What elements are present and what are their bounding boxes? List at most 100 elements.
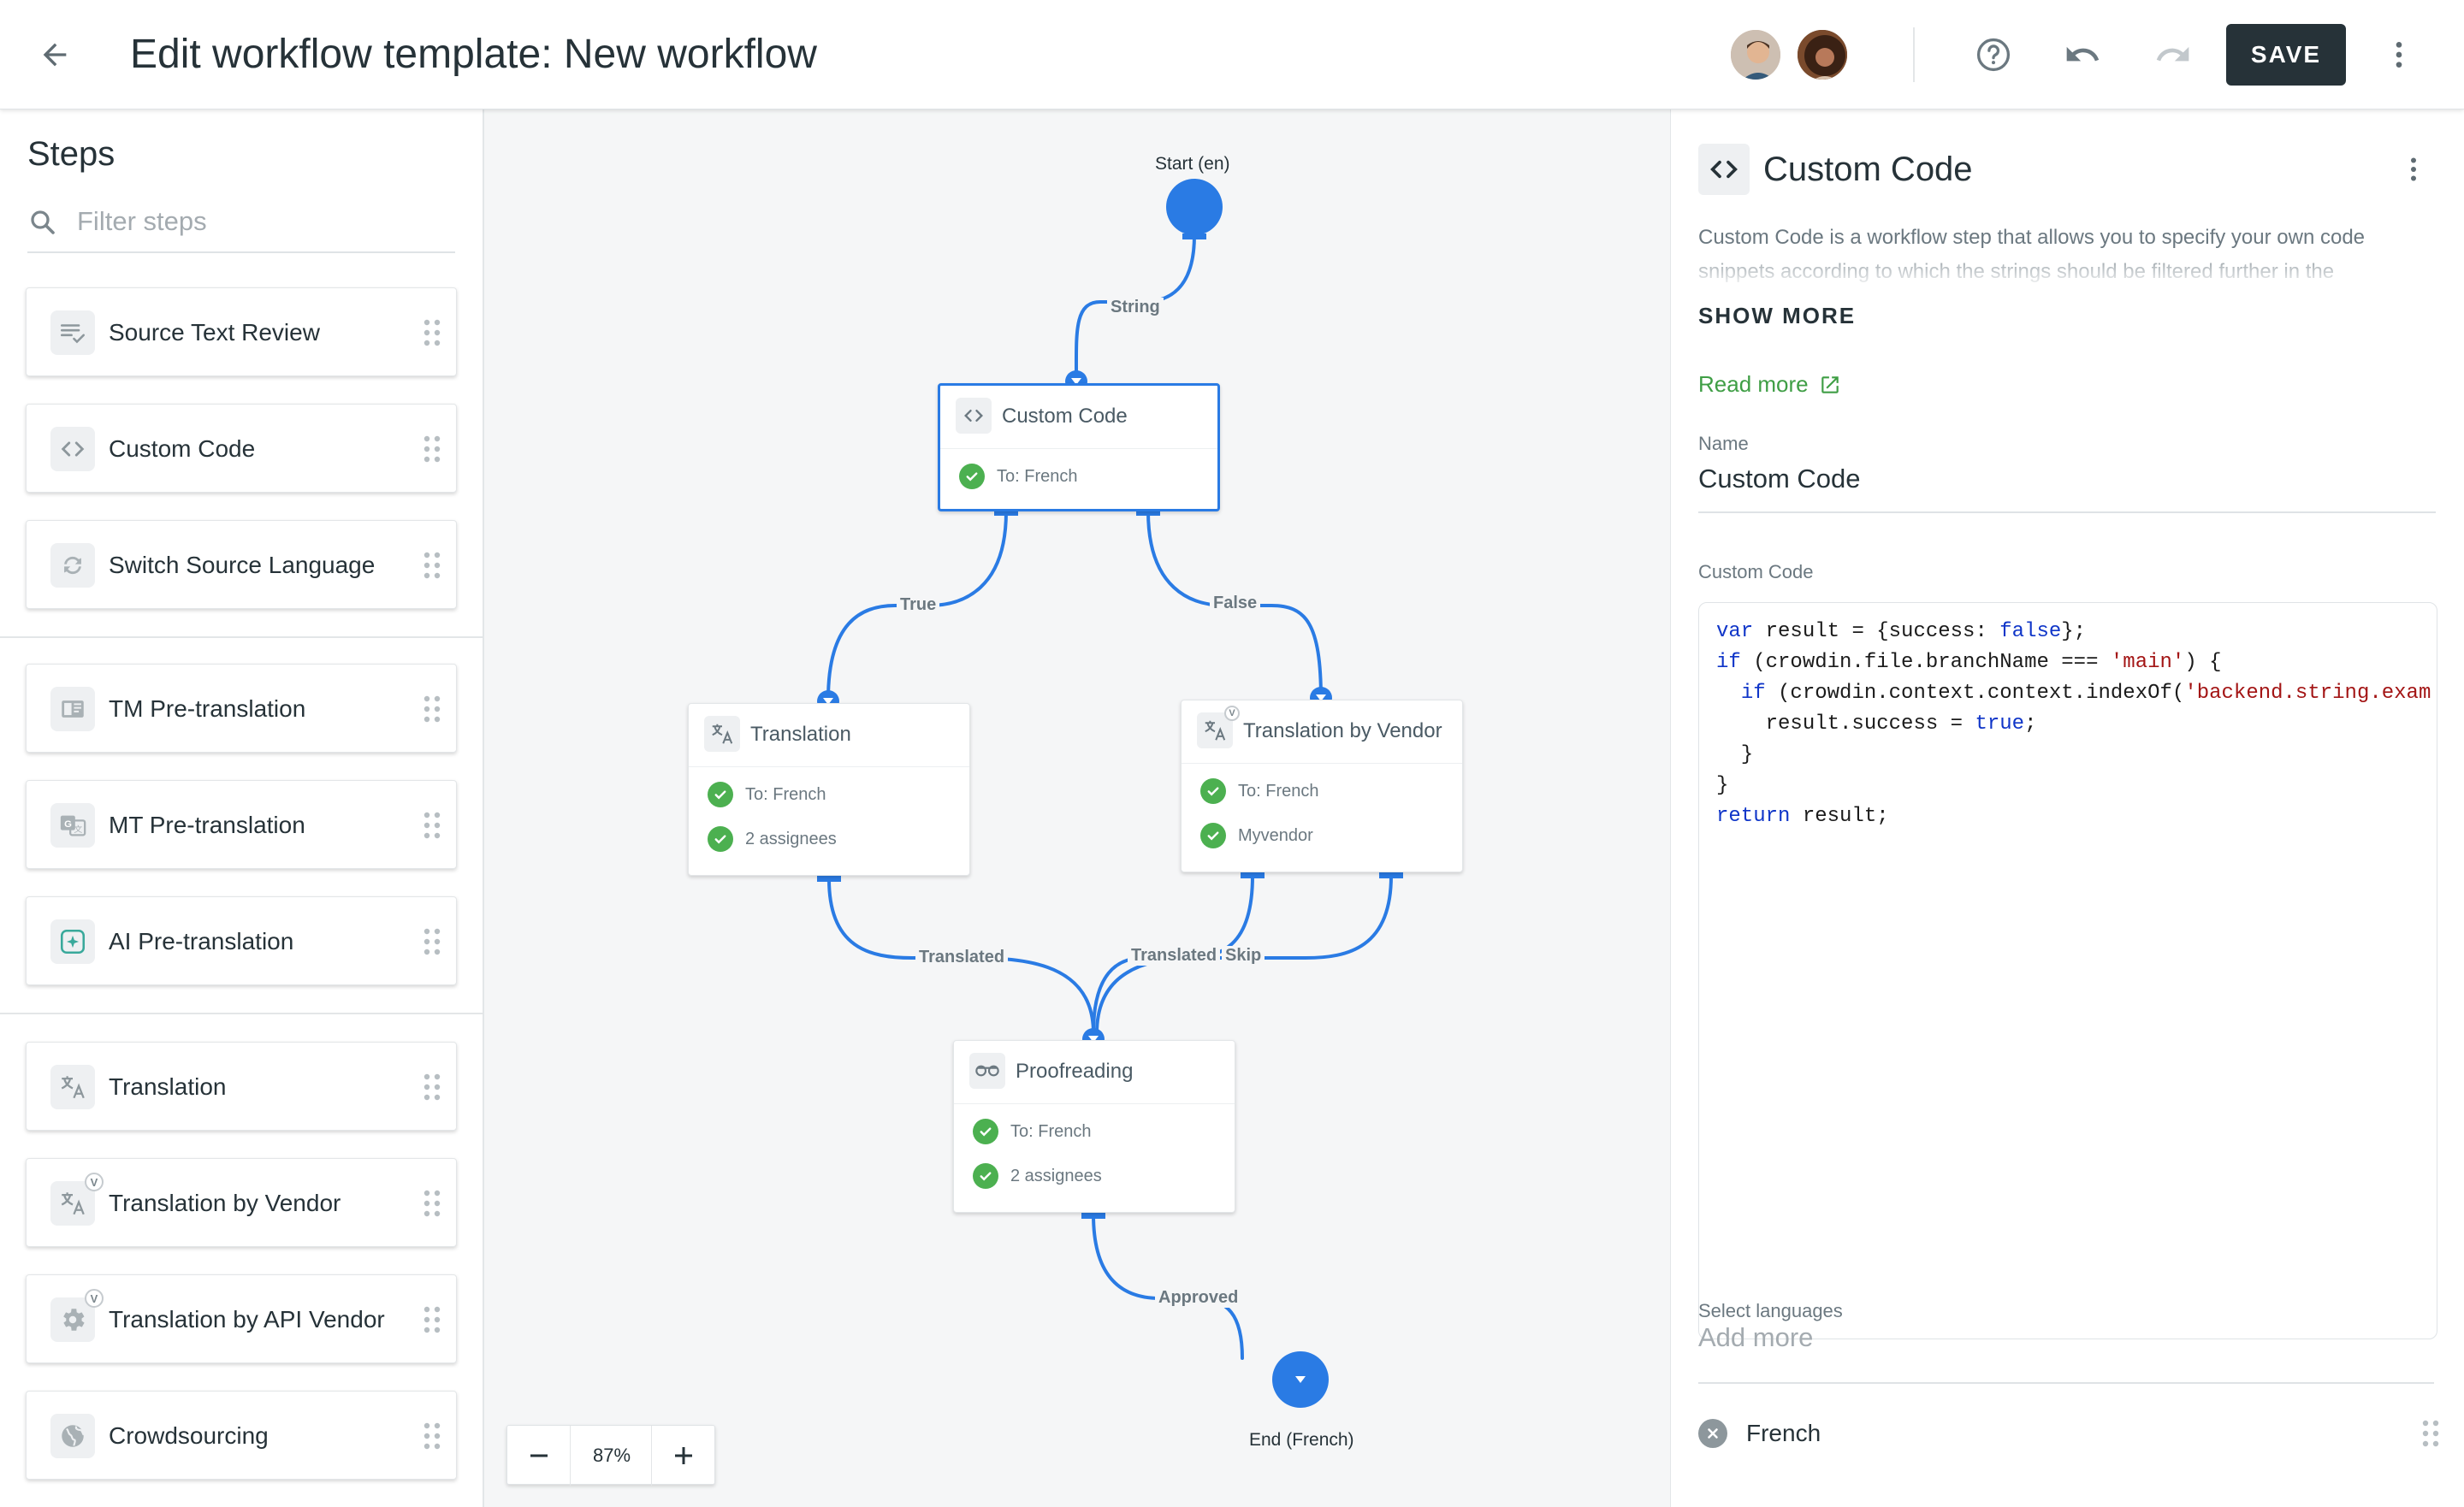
drag-handle-icon[interactable] — [422, 434, 442, 464]
filter-steps-input[interactable] — [75, 198, 452, 245]
zoom-out-button[interactable] — [507, 1426, 571, 1486]
edge-label-translated: Translated — [1128, 946, 1221, 966]
step-card-translation[interactable]: Translation — [26, 1042, 457, 1131]
drag-handle-icon[interactable] — [422, 550, 442, 581]
save-button[interactable]: SAVE — [2226, 24, 2346, 86]
remove-language-button[interactable] — [1698, 1419, 1727, 1448]
start-node — [1166, 179, 1223, 235]
zoom-in-button[interactable] — [651, 1426, 714, 1486]
read-more-label: Read more — [1698, 371, 1809, 397]
step-card-source-text-review[interactable]: Source Text Review — [26, 287, 457, 376]
page-title: Edit workflow template: New workflow — [130, 32, 817, 77]
vendor-badge: V — [85, 1289, 104, 1308]
node-header: Proofreading — [954, 1041, 1235, 1104]
drag-handle-icon[interactable] — [422, 926, 442, 957]
more-vertical-icon — [2396, 42, 2402, 68]
step-card-translation-by-vendor[interactable]: V Translation by Vendor — [26, 1158, 457, 1247]
back-button[interactable] — [27, 27, 82, 82]
more-vertical-icon — [2411, 157, 2416, 181]
workflow-node-translation-by-vendor[interactable]: V Translation by Vendor To: French Myven… — [1181, 700, 1463, 872]
node-row-text: 2 assignees — [1010, 1166, 1102, 1185]
group-divider — [0, 1013, 483, 1014]
drag-handle-icon[interactable] — [422, 317, 442, 348]
help-button[interactable] — [1966, 31, 2021, 79]
close-icon — [1708, 1428, 1718, 1439]
edge-label-approved: Approved — [1155, 1288, 1242, 1308]
drag-handle-icon[interactable] — [422, 810, 442, 841]
edge-label-translated: Translated — [915, 948, 1009, 967]
show-more-button[interactable]: SHOW MORE — [1698, 303, 1857, 328]
translate-icon — [50, 1065, 95, 1109]
start-label: Start (en) — [1155, 154, 1230, 174]
drag-handle-icon[interactable] — [422, 1304, 442, 1335]
proofreading-icon — [969, 1053, 1005, 1089]
collaborator-avatar[interactable] — [1728, 27, 1783, 82]
zoom-control: 87% — [506, 1425, 715, 1486]
step-card-custom-code[interactable]: Custom Code — [26, 404, 457, 493]
code-icon — [1698, 144, 1750, 195]
edge-label-string: String — [1107, 298, 1164, 317]
globe-icon — [50, 1414, 95, 1458]
workflow-node-proofreading[interactable]: Proofreading To: French 2 assignees — [953, 1040, 1235, 1213]
zoom-level: 87% — [592, 1445, 631, 1466]
steps-heading: Steps — [27, 135, 116, 173]
redo-icon — [2156, 46, 2189, 62]
step-card-switch-source-language[interactable]: Switch Source Language — [26, 520, 457, 609]
node-row: To: French — [1200, 776, 1318, 807]
panel-title: Custom Code — [1763, 151, 1973, 188]
step-card-ai-pre-translation[interactable]: AI Pre-translation — [26, 896, 457, 985]
node-row-text: To: French — [1010, 1121, 1092, 1141]
edge-label-skip: Skip — [1222, 946, 1265, 966]
panel-more-button[interactable] — [2390, 145, 2437, 193]
ai-icon — [50, 919, 95, 964]
drag-handle-icon[interactable] — [422, 1188, 442, 1219]
vendor-badge: V — [85, 1173, 104, 1191]
search-icon — [31, 210, 55, 234]
node-row-text: Myvendor — [1238, 825, 1313, 845]
user-photo-icon — [1731, 30, 1780, 80]
tm-icon — [50, 687, 95, 731]
add-language-input[interactable]: Add more — [1698, 1322, 1814, 1352]
workflow-node-custom-code[interactable]: Custom Code To: French — [938, 383, 1220, 511]
code-content: var result = {success: false}; if (crowdi… — [1699, 603, 2437, 832]
filter-steps-field — [27, 193, 455, 253]
top-app-bar: Edit workflow template: New workflow SAV… — [0, 0, 2464, 109]
collaborator-avatar[interactable] — [1795, 27, 1850, 82]
code-line: var result = {success: false}; — [1716, 620, 2087, 643]
toolbar-divider — [1913, 27, 1915, 82]
code-line: result.success = true; — [1716, 712, 2037, 736]
drag-handle-icon[interactable] — [422, 694, 442, 724]
code-line: if (crowdin.file.branchName === 'main') … — [1716, 651, 2222, 674]
custom-code-label: Custom Code — [1698, 561, 1814, 582]
step-card-crowdsourcing[interactable]: Crowdsourcing — [26, 1391, 457, 1480]
drag-handle-icon[interactable] — [422, 1421, 442, 1451]
read-more-link[interactable]: Read more — [1698, 371, 1841, 398]
end-label: End (French) — [1249, 1430, 1354, 1450]
undo-button[interactable] — [2055, 31, 2110, 79]
plus-icon — [674, 1447, 692, 1464]
help-circle-icon — [1976, 38, 2011, 72]
drag-handle-icon[interactable] — [422, 1072, 442, 1102]
code-editor[interactable]: var result = {success: false}; if (crowdi… — [1698, 602, 2437, 1339]
code-line: } — [1716, 774, 1729, 797]
arrow-left-icon — [43, 43, 67, 67]
node-row: To: French — [959, 461, 1077, 492]
name-field[interactable]: Custom Code — [1698, 455, 2436, 513]
switch-icon — [50, 543, 95, 588]
translate-icon — [704, 716, 740, 752]
node-title: Proofreading — [1016, 1060, 1134, 1083]
languages-underline — [1698, 1382, 2434, 1384]
node-row: To: French — [973, 1116, 1091, 1147]
step-label: Source Text Review — [109, 319, 320, 346]
user-photo-icon — [1798, 30, 1847, 80]
step-card-tm-pre-translation[interactable]: TM Pre-translation — [26, 664, 457, 753]
drag-handle-icon[interactable] — [2420, 1418, 2441, 1449]
workflow-canvas[interactable]: String True False Translated Translated … — [484, 109, 1670, 1507]
more-options-button[interactable] — [2372, 27, 2426, 82]
step-label: Custom Code — [109, 435, 256, 462]
workflow-node-translation[interactable]: Translation To: French 2 assignees — [688, 703, 970, 876]
redo-button[interactable] — [2146, 31, 2200, 79]
step-card-translation-by-api-vendor[interactable]: V Translation by API Vendor — [26, 1274, 457, 1363]
